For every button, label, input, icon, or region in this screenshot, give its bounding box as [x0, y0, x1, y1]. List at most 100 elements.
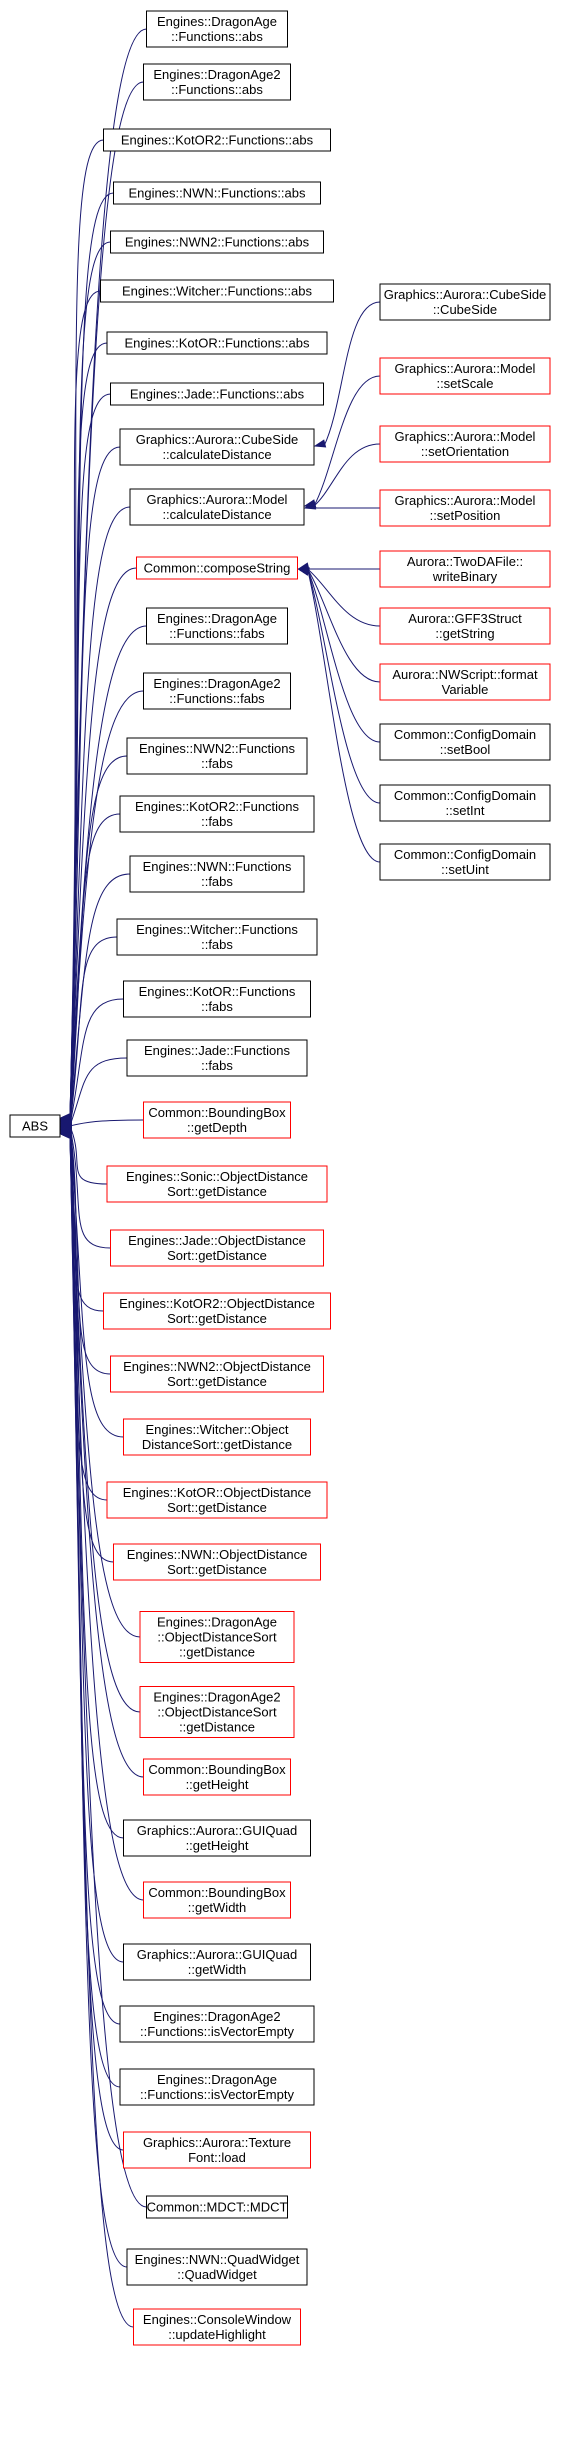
edge-graphics-aurora-model-setorientation — [313, 443, 381, 507]
indirect-caller-node-graphics-aurora-model-setposition[interactable]: Graphics::Aurora::Model::setPosition — [379, 489, 551, 527]
edge-engines-dragonage2-functions-abs — [69, 81, 144, 1119]
caller-node-engines-dragonage-functions-abs[interactable]: Engines::DragonAge::Functions::abs — [146, 10, 288, 48]
indirect-caller-node-common-configdomain-setbool[interactable]: Common::ConfigDomain::setBool — [379, 723, 551, 761]
edge-graphics-aurora-model-setscale — [313, 375, 381, 507]
indirect-caller-node-graphics-aurora-model-setscale[interactable]: Graphics::Aurora::Model::setScale — [379, 357, 551, 395]
node-label: Common::composeString — [144, 561, 291, 576]
caller-node-engines-nwn-objectdistance-sort-getdistance[interactable]: Engines::NWN::ObjectDistanceSort::getDis… — [113, 1543, 321, 1581]
caller-node-engines-kotor-objectdistance-sort-getdistance[interactable]: Engines::KotOR::ObjectDistanceSort::getD… — [106, 1481, 328, 1519]
root-node-abs[interactable]: ABS — [9, 1114, 61, 1138]
caller-node-engines-jade-objectdistance-sort-getdistance[interactable]: Engines::Jade::ObjectDistanceSort::getDi… — [110, 1229, 324, 1267]
node-label: Sort::getDistance — [167, 1184, 267, 1199]
edge-engines-dragonage-functions-fabs — [69, 625, 147, 1122]
node-box — [9, 1114, 61, 1138]
caller-node-common-boundingbox-getwidth[interactable]: Common::BoundingBox::getWidth — [143, 1881, 291, 1919]
node-box — [119, 428, 315, 466]
caller-node-graphics-aurora-cubeside-calculatedistance[interactable]: Graphics::Aurora::CubeSide::calculateDis… — [119, 428, 315, 466]
node-label: Engines::NWN::ObjectDistance — [127, 1547, 308, 1562]
node-label: ::setUint — [441, 862, 489, 877]
caller-node-common-boundingbox-getheight[interactable]: Common::BoundingBox::getHeight — [143, 1758, 291, 1796]
caller-node-engines-nwn2-functions-abs[interactable]: Engines::NWN2::Functions::abs — [110, 230, 324, 254]
node-label: Common::ConfigDomain — [394, 727, 536, 742]
node-box — [119, 2005, 315, 2043]
caller-node-engines-sonic-objectdistance-sort-getdistance[interactable]: Engines::Sonic::ObjectDistanceSort::getD… — [106, 1165, 328, 1203]
node-label: ::fabs — [201, 1058, 233, 1073]
node-box — [110, 1355, 324, 1393]
caller-node-engines-kotor2-functions-fabs[interactable]: Engines::KotOR2::Functions::fabs — [119, 795, 315, 833]
node-label: ::Functions::abs — [171, 29, 263, 44]
caller-node-engines-kotor-functions-abs[interactable]: Engines::KotOR::Functions::abs — [106, 331, 328, 355]
edge-engines-dragonage2-objectdistancesort-getdistance — [69, 1130, 141, 1713]
caller-node-graphics-aurora-guiquad-getwidth[interactable]: Graphics::Aurora::GUIQuad::getWidth — [123, 1943, 311, 1981]
node-box — [143, 1758, 291, 1796]
caller-node-engines-consolewindow-updatehighlight[interactable]: Engines::ConsoleWindow::updateHighlight — [133, 2308, 301, 2346]
node-label: ::fabs — [201, 756, 233, 771]
caller-node-common-composestring[interactable]: Common::composeString — [136, 556, 298, 580]
caller-node-common-boundingbox-getdepth[interactable]: Common::BoundingBox::getDepth — [143, 1101, 291, 1139]
caller-node-engines-nwn-functions-abs[interactable]: Engines::NWN::Functions::abs — [113, 181, 321, 205]
caller-node-engines-jade-functions-fabs[interactable]: Engines::Jade::Functions::fabs — [126, 1039, 308, 1077]
node-box — [146, 10, 288, 48]
caller-node-graphics-aurora-guiquad-getheight[interactable]: Graphics::Aurora::GUIQuad::getHeight — [123, 1819, 311, 1857]
node-label: Font::load — [188, 2150, 246, 2165]
indirect-caller-node-aurora-twodafile-writebinary[interactable]: Aurora::TwoDAFile::writeBinary — [379, 550, 551, 588]
caller-node-engines-nwn2-functions-fabs[interactable]: Engines::NWN2::Functions::fabs — [126, 737, 308, 775]
indirect-caller-node-aurora-gff3struct-getstring[interactable]: Aurora::GFF3Struct::getString — [379, 607, 551, 645]
node-box — [100, 279, 334, 303]
edge-engines-consolewindow-updatehighlight — [69, 1133, 134, 2328]
node-label: Engines::DragonAge — [157, 1615, 277, 1630]
edge-engines-nwn-functions-fabs — [69, 873, 131, 1124]
node-label: Engines::Jade::Functions::abs — [130, 387, 305, 402]
caller-node-engines-nwn2-objectdistance-sort-getdistance[interactable]: Engines::NWN2::ObjectDistanceSort::getDi… — [110, 1355, 324, 1393]
caller-node-engines-nwn-quadwidget-quadwidget[interactable]: Engines::NWN::QuadWidget::QuadWidget — [126, 2248, 308, 2286]
caller-node-engines-dragonage-objectdistancesort-getdistance[interactable]: Engines::DragonAge::ObjectDistanceSort::… — [139, 1611, 295, 1663]
node-label: ::fabs — [201, 874, 233, 889]
caller-node-engines-kotor2-objectdistance-sort-getdistance[interactable]: Engines::KotOR2::ObjectDistanceSort::get… — [103, 1292, 331, 1330]
node-label: ::Functions::fabs — [169, 626, 265, 641]
node-label: Engines::DragonAge2 — [153, 2009, 280, 2024]
caller-node-engines-kotor-functions-fabs[interactable]: Engines::KotOR::Functions::fabs — [123, 980, 311, 1018]
node-box — [116, 918, 318, 956]
node-label: Graphics::Aurora::GUIQuad — [137, 1823, 297, 1838]
caller-node-engines-witcher-functions-abs[interactable]: Engines::Witcher::Functions::abs — [100, 279, 334, 303]
caller-node-engines-dragonage-functions-isvectorempty[interactable]: Engines::DragonAge::Functions::isVectorE… — [119, 2068, 315, 2106]
edge-aurora-nwscript-format-variable — [307, 568, 381, 683]
node-box — [119, 2068, 315, 2106]
caller-node-engines-dragonage2-functions-fabs[interactable]: Engines::DragonAge2::Functions::fabs — [143, 672, 291, 710]
edge-common-configdomain-setuint-arrowhead — [297, 567, 310, 576]
caller-node-engines-dragonage2-objectdistancesort-getdistance[interactable]: Engines::DragonAge2::ObjectDistanceSort:… — [139, 1686, 295, 1738]
caller-node-engines-dragonage2-functions-abs[interactable]: Engines::DragonAge2::Functions::abs — [143, 63, 291, 101]
caller-node-common-mdct-mdct[interactable]: Common::MDCT::MDCT — [146, 2195, 288, 2219]
indirect-caller-node-common-configdomain-setint[interactable]: Common::ConfigDomain::setInt — [379, 784, 551, 822]
node-label: ::Functions::isVectorEmpty — [140, 2087, 294, 2102]
caller-node-engines-jade-functions-abs[interactable]: Engines::Jade::Functions::abs — [110, 382, 324, 406]
indirect-caller-node-common-configdomain-setuint[interactable]: Common::ConfigDomain::setUint — [379, 843, 551, 881]
caller-node-engines-witcher-object-distancesort-getdistance[interactable]: Engines::Witcher::ObjectDistanceSort::ge… — [123, 1418, 311, 1456]
node-label: ::getDistance — [179, 1645, 255, 1660]
node-label: ::getString — [435, 626, 494, 641]
node-label: DistanceSort::getDistance — [142, 1437, 292, 1452]
node-label: ::setScale — [436, 376, 493, 391]
node-label: writeBinary — [432, 569, 498, 584]
node-box — [143, 672, 291, 710]
caller-node-graphics-aurora-model-calculatedistance[interactable]: Graphics::Aurora::Model::calculateDistan… — [129, 488, 305, 526]
caller-node-engines-witcher-functions-fabs[interactable]: Engines::Witcher::Functions::fabs — [116, 918, 318, 956]
node-box — [103, 1292, 331, 1330]
caller-node-engines-nwn-functions-fabs[interactable]: Engines::NWN::Functions::fabs — [129, 855, 305, 893]
caller-node-engines-dragonage2-functions-isvectorempty[interactable]: Engines::DragonAge2::Functions::isVector… — [119, 2005, 315, 2043]
node-label: Engines::NWN::QuadWidget — [135, 2252, 300, 2267]
node-box — [143, 63, 291, 101]
node-box — [133, 2308, 301, 2346]
caller-node-engines-kotor2-functions-abs[interactable]: Engines::KotOR2::Functions::abs — [103, 128, 331, 152]
node-box — [123, 1943, 311, 1981]
caller-node-engines-dragonage-functions-fabs[interactable]: Engines::DragonAge::Functions::fabs — [146, 607, 288, 645]
indirect-caller-node-graphics-aurora-model-setorientation[interactable]: Graphics::Aurora::Model::setOrientation — [379, 425, 551, 463]
node-box — [379, 663, 551, 701]
node-box — [106, 1165, 328, 1203]
node-box — [143, 1101, 291, 1139]
node-label: ::getHeight — [186, 1777, 249, 1792]
indirect-caller-node-graphics-aurora-cubeside-cubeside[interactable]: Graphics::Aurora::CubeSide::CubeSide — [379, 283, 551, 321]
edge-engines-consolewindow-updatehighlight-arrowhead — [59, 1130, 72, 1140]
